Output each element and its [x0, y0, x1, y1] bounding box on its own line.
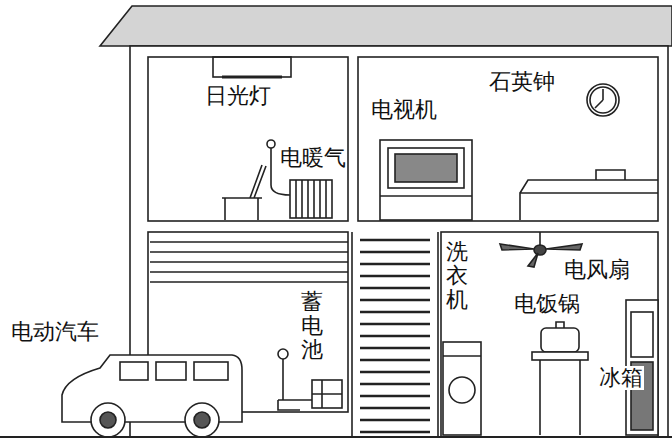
- living-room: [358, 57, 658, 221]
- stair-steps: [360, 240, 430, 432]
- clock: [587, 84, 619, 116]
- heater: [290, 180, 332, 218]
- appliance-label: 电暖气: [279, 146, 347, 170]
- appliance-label: 蓄电池: [300, 290, 324, 363]
- car-window: [194, 362, 228, 380]
- ground-line: [0, 436, 672, 438]
- bed: [520, 170, 658, 220]
- heater-fins: [296, 180, 326, 218]
- appliance-label: 电饭锅: [513, 292, 581, 316]
- lamp-fixture: [213, 57, 291, 77]
- rice-cooker: [541, 328, 579, 352]
- tv-shelf: [380, 195, 472, 197]
- battery: [312, 380, 342, 408]
- table-legs: [540, 360, 580, 435]
- shutter: [150, 242, 348, 282]
- roof: [100, 6, 672, 46]
- appliance-label: 电动汽车: [10, 320, 100, 344]
- charger-cord: [278, 359, 312, 410]
- kitchen: [441, 232, 658, 437]
- clock-face: [590, 87, 616, 113]
- chair: [222, 165, 266, 220]
- car-hub: [100, 412, 116, 428]
- appliance-label: 洗衣机: [445, 240, 469, 313]
- appliance-label: 石英钟: [488, 70, 556, 94]
- lamp-tube: [222, 76, 282, 79]
- clock-hands: [595, 89, 603, 108]
- tv-display: [395, 154, 457, 182]
- plug: [278, 349, 288, 359]
- appliance-label: 电风扇: [563, 258, 631, 282]
- battery-lines: [312, 380, 342, 408]
- cooker-knob: [556, 322, 564, 328]
- fan-hub: [534, 245, 546, 255]
- plug: [267, 140, 275, 148]
- fridge-door: [631, 312, 653, 357]
- car-wheel: [185, 403, 219, 437]
- car-window: [156, 362, 186, 380]
- appliance-label: 日光灯: [204, 84, 272, 108]
- washing-machine: [443, 342, 481, 435]
- washer-panel: [443, 355, 481, 357]
- car-hub: [194, 412, 210, 428]
- washer-door: [449, 377, 475, 403]
- appliance-label: 冰箱: [598, 366, 644, 390]
- tv-screen: [388, 148, 464, 188]
- table-top: [532, 352, 588, 360]
- bedroom: [148, 57, 348, 221]
- appliance-label: 电视机: [370, 98, 438, 122]
- car-window: [120, 362, 148, 380]
- tv-cabinet: [380, 140, 472, 220]
- stair-rails: [352, 232, 438, 437]
- car-wheel: [91, 403, 125, 437]
